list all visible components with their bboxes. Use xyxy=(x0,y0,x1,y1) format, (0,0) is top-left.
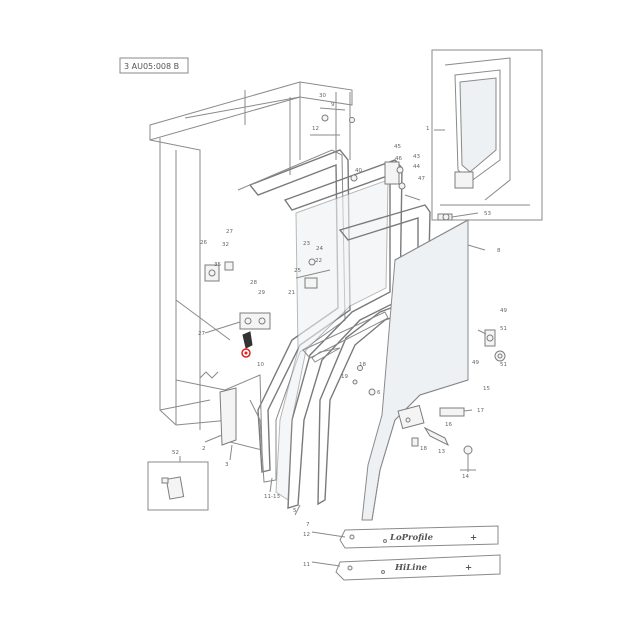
callout-30: 30 xyxy=(319,93,326,99)
leader-lines xyxy=(179,129,487,567)
reference-code: 3 AU05:008 B xyxy=(124,62,179,71)
callout-3: 3 xyxy=(225,462,229,468)
callout-24: 24 xyxy=(316,246,323,252)
reference-code-box: 3 AU05:008 B xyxy=(119,57,189,74)
callout-49: 49 xyxy=(500,308,507,314)
hinge-top-hardware xyxy=(310,107,358,182)
fastener-small xyxy=(352,365,376,396)
callout-15: 15 xyxy=(483,386,490,392)
decal-hiline-text: HiLine xyxy=(394,563,428,573)
callout-27: 27 xyxy=(198,331,205,337)
callout-51: 51 xyxy=(500,326,507,332)
bolt-53 xyxy=(437,213,453,221)
callout-27-top: 27 xyxy=(226,229,233,235)
callouts: 30 9 12 45 43 46 44 47 40 1 53 8 27 26 3… xyxy=(172,93,507,568)
callout-43: 43 xyxy=(413,154,420,160)
handle-screw xyxy=(411,437,476,472)
callout-40: 40 xyxy=(355,168,362,174)
callout-18: 18 xyxy=(359,362,366,368)
callout-22: 22 xyxy=(315,258,322,264)
callout-51-lower: 51 xyxy=(500,362,507,368)
callout-47: 47 xyxy=(418,176,425,182)
callout-28: 28 xyxy=(250,280,257,286)
callout-53: 53 xyxy=(484,211,491,217)
hinge-left-upper xyxy=(204,261,234,282)
callout-11: 11 xyxy=(303,562,310,568)
highlighted-part xyxy=(241,331,253,358)
door-glass-panel xyxy=(361,219,469,521)
callout-45: 45 xyxy=(394,144,401,150)
callout-49-lower: 49 xyxy=(472,360,479,366)
callout-17: 17 xyxy=(477,408,484,414)
door-inset xyxy=(431,49,543,221)
door-seal-strip xyxy=(302,311,389,363)
hinge-left-lower xyxy=(239,312,271,330)
decal-loprofile-mark: + xyxy=(470,533,477,543)
hinge-right-upper xyxy=(384,161,421,201)
spring-left xyxy=(199,371,219,379)
latch-fitting xyxy=(295,258,331,289)
callout-19: 19 xyxy=(341,374,348,380)
callout-9: 9 xyxy=(331,102,335,108)
callout-13: 13 xyxy=(438,449,445,455)
callout-11-13: 11-13 xyxy=(264,494,280,500)
callout-14: 14 xyxy=(462,474,469,480)
item-52-inset xyxy=(147,461,209,511)
decal-loprofile-text: LoProfile xyxy=(389,533,434,543)
callout-18-lower: 18 xyxy=(420,446,427,452)
door-frame-middle xyxy=(275,159,403,509)
callout-6: 6 xyxy=(377,390,381,396)
callout-7: 7 xyxy=(306,522,310,528)
callout-16: 16 xyxy=(445,422,452,428)
callout-12-top: 12 xyxy=(312,126,319,132)
door-handle xyxy=(397,404,465,447)
decal-hiline: HiLine + xyxy=(335,554,501,581)
door-frame-outer xyxy=(237,149,351,483)
decal-hiline-mark: + xyxy=(465,563,472,573)
callout-1: 1 xyxy=(426,126,430,132)
callout-21: 21 xyxy=(288,290,295,296)
cab-frame xyxy=(149,81,353,430)
hinge-right-lower xyxy=(484,329,506,362)
callout-2: 2 xyxy=(202,446,206,452)
callout-26: 26 xyxy=(200,240,207,246)
callout-10: 10 xyxy=(257,362,264,368)
callout-5: 5 xyxy=(293,508,297,514)
door-lower-section xyxy=(219,374,263,451)
decal-loprofile: LoProfile + xyxy=(339,525,499,549)
callout-44: 44 xyxy=(413,164,420,170)
callout-25: 25 xyxy=(294,268,301,274)
callout-52: 52 xyxy=(172,450,179,456)
callout-32: 32 xyxy=(222,242,229,248)
callout-35: 35 xyxy=(214,262,221,268)
callout-46: 46 xyxy=(395,156,402,162)
callout-12: 12 xyxy=(303,532,310,538)
callout-23: 23 xyxy=(303,241,310,247)
callout-29: 29 xyxy=(258,290,265,296)
callout-8: 8 xyxy=(497,248,501,254)
